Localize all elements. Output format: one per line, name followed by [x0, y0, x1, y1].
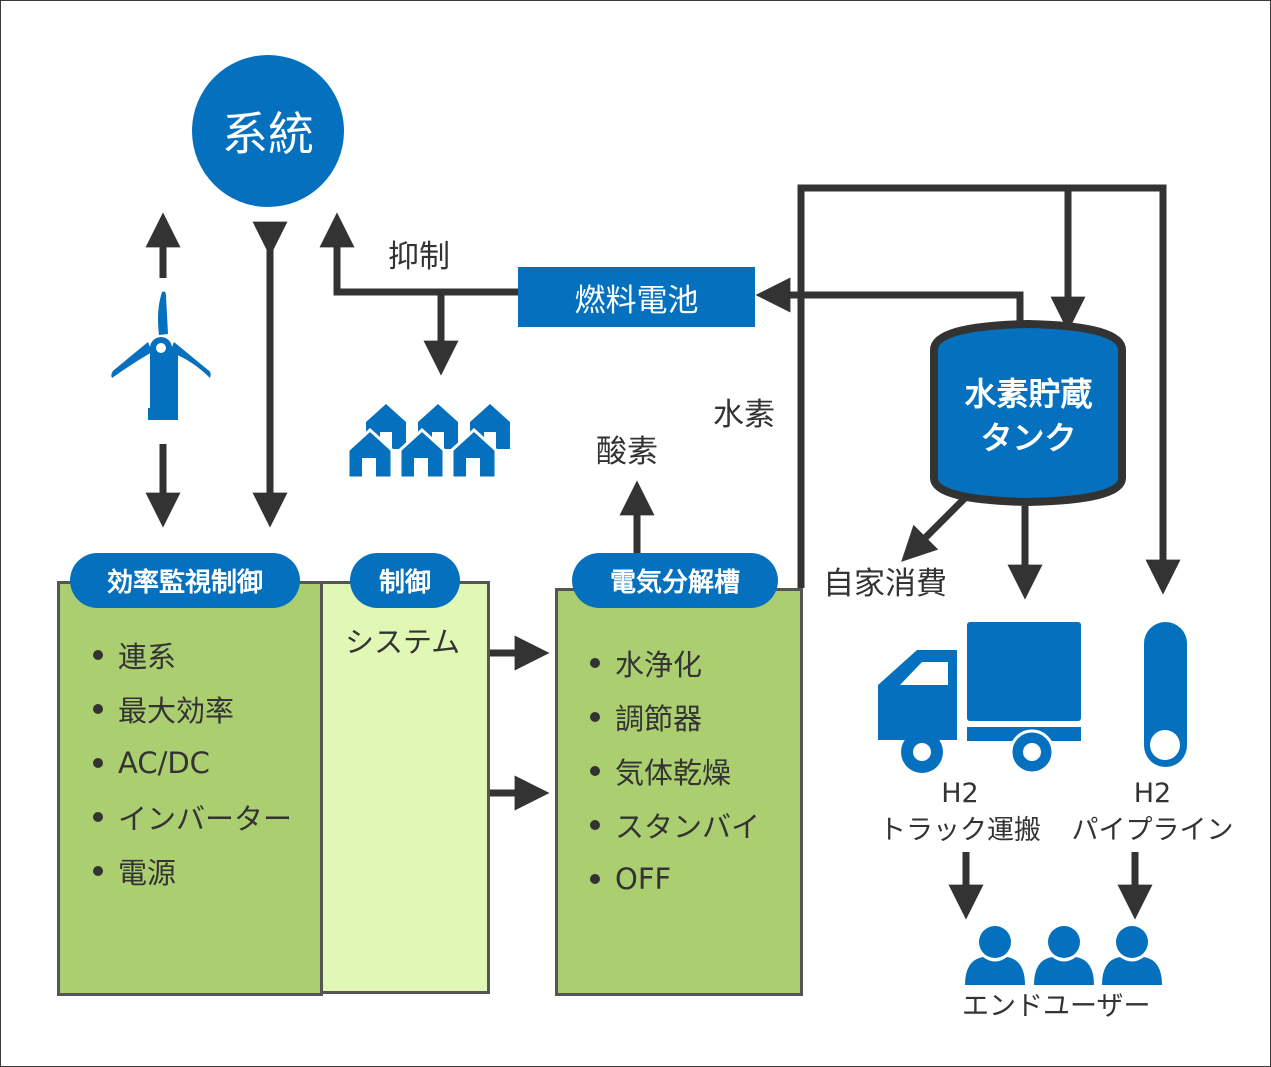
bullet-icon — [590, 874, 600, 884]
bullet-icon — [590, 766, 600, 776]
list-item: インバーター — [93, 790, 292, 844]
bullet-icon — [93, 650, 103, 660]
bullet-icon — [93, 758, 103, 768]
arrow-self-consumption — [901, 495, 968, 562]
truck-label-line1: H2 — [941, 778, 979, 809]
bullet-icon — [93, 866, 103, 876]
curtailment-label: 抑制 — [388, 239, 450, 275]
line-fuelcell-to-grid — [319, 212, 518, 296]
storage-tank-label-line2: タンク — [980, 419, 1077, 457]
list-item: 調節器 — [590, 690, 760, 744]
pipeline-label: H2 パイプライン — [1060, 775, 1245, 849]
efficiency-panel-title: 効率監視制御 — [70, 553, 300, 608]
bullet-icon — [590, 820, 600, 830]
end-users-label: エンドユーザー — [962, 991, 1151, 1022]
users-icon — [965, 926, 1162, 985]
electrolyzer-items: 水浄化 調節器 気体乾燥 スタンバイ OFF — [590, 636, 760, 906]
houses-icon — [346, 404, 510, 480]
control-panel-title: 制御 — [350, 553, 460, 608]
bullet-icon — [93, 812, 103, 822]
grid-node: 系統 — [192, 55, 344, 207]
bullet-icon — [93, 704, 103, 714]
list-item: 水浄化 — [590, 636, 760, 690]
line-tank-to-fuelcell — [755, 277, 1024, 326]
electrolyzer-panel-title: 電気分解槽 — [572, 553, 778, 608]
storage-tank-label-line1: 水素貯蔵 — [964, 375, 1093, 413]
truck-icon — [878, 622, 1081, 775]
bullet-icon — [590, 658, 600, 668]
truck-label: H2 トラック運搬 — [860, 775, 1060, 849]
list-item: 電源 — [93, 844, 292, 898]
oxygen-label: 酸素 — [596, 434, 658, 470]
control-panel — [320, 581, 490, 994]
list-item: スタンバイ — [590, 798, 760, 852]
self-consumption-label: 自家消費 — [823, 566, 947, 602]
bullet-icon — [590, 712, 600, 722]
pipeline-label-line2: パイプライン — [1071, 815, 1234, 846]
storage-tank-label: 水素貯蔵 タンク — [935, 372, 1122, 460]
fuel-cell-node: 燃料電池 — [518, 267, 755, 327]
grid-label: 系統 — [222, 107, 314, 161]
list-item: 気体乾燥 — [590, 744, 760, 798]
tank-icon — [930, 319, 1126, 507]
control-panel-body: システム — [345, 625, 461, 659]
efficiency-panel — [57, 581, 323, 996]
pipeline-icon — [1144, 622, 1187, 767]
electrolyzer-panel — [555, 588, 803, 996]
list-item: AC/DC — [93, 736, 292, 790]
fuel-cell-label: 燃料電池 — [574, 282, 699, 319]
list-item: 最大効率 — [93, 682, 292, 736]
pipeline-label-line1: H2 — [1133, 778, 1172, 809]
line-hydrogen-main — [797, 184, 1181, 595]
wind-turbine-icon — [111, 291, 211, 420]
truck-label-line2: トラック運搬 — [879, 815, 1041, 846]
efficiency-items: 連系 最大効率 AC/DC インバーター 電源 — [93, 628, 292, 898]
list-item: 連系 — [93, 628, 292, 682]
list-item: OFF — [590, 852, 760, 906]
hydrogen-label: 水素 — [713, 397, 775, 433]
